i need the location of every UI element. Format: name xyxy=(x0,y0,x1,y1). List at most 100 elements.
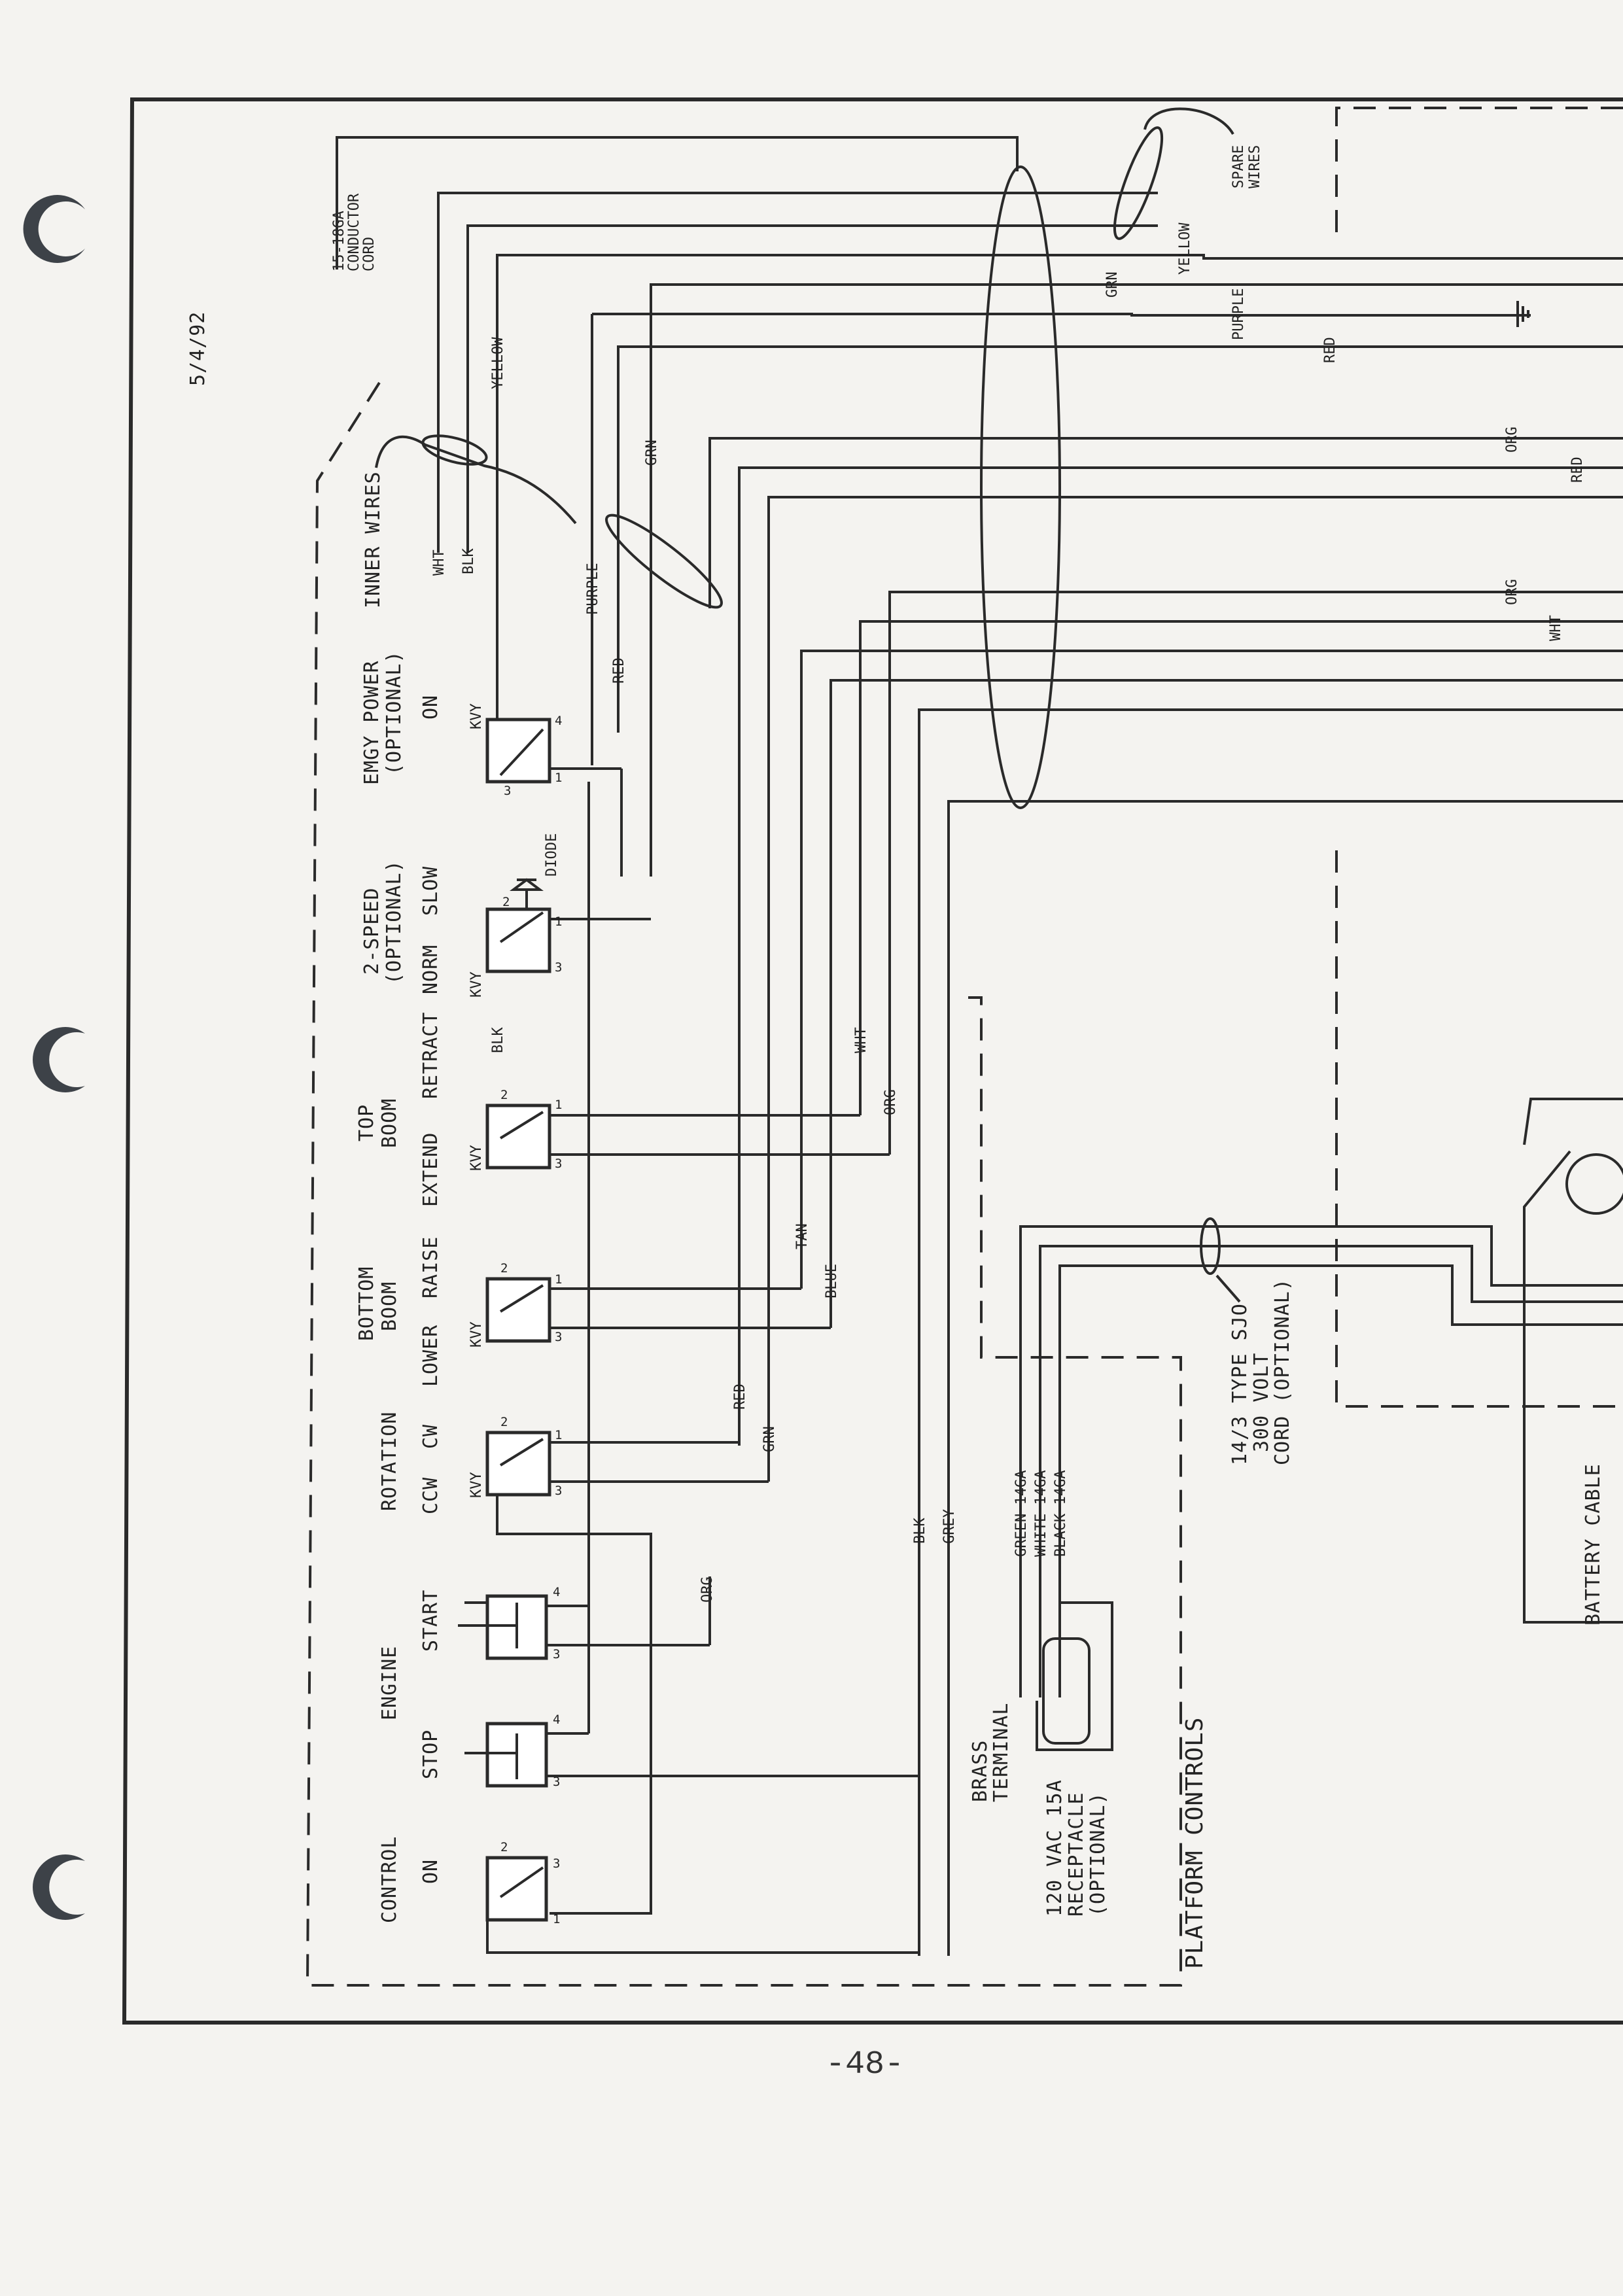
svg-text:YELLOW: YELLOW xyxy=(490,337,506,389)
svg-text:2: 2 xyxy=(500,1261,508,1276)
svg-text:RED: RED xyxy=(1322,337,1338,363)
svg-text:ROTATION: ROTATION xyxy=(378,1412,401,1512)
svg-text:3: 3 xyxy=(555,1330,562,1344)
svg-text:(OPTIONAL): (OPTIONAL) xyxy=(383,860,406,984)
svg-text:LOWER: LOWER xyxy=(419,1325,442,1387)
ground-symbol xyxy=(1516,301,1529,327)
battery-circuit: BATTERY CABLE xyxy=(1523,1098,1623,1626)
svg-text:ORG: ORG xyxy=(1504,426,1520,453)
svg-text:GRN: GRN xyxy=(761,1426,778,1452)
svg-text:SLOW: SLOW xyxy=(419,866,442,916)
svg-text:KVY: KVY xyxy=(468,703,485,729)
svg-text:WHITE 14GA: WHITE 14GA xyxy=(1033,1470,1049,1557)
svg-text:ORG: ORG xyxy=(699,1576,716,1603)
top-boom-switch: TOP BOOM EXTEND RETRACT KVY 2 1 3 xyxy=(355,1012,891,1207)
svg-text:2: 2 xyxy=(500,1088,508,1102)
svg-text:TAN: TAN xyxy=(794,1223,811,1249)
svg-text:2: 2 xyxy=(500,1415,508,1429)
svg-text:2: 2 xyxy=(500,1840,508,1854)
svg-text:BOTTOM: BOTTOM xyxy=(355,1266,378,1341)
svg-text:RETRACT: RETRACT xyxy=(419,1012,442,1099)
main-cord-wires xyxy=(336,136,1623,1956)
svg-text:WHT: WHT xyxy=(431,549,447,576)
svg-text:120 VAC 15A: 120 VAC 15A xyxy=(1043,1779,1066,1917)
svg-text:BOOM: BOOM xyxy=(378,1281,401,1331)
spare-wires-label: SPARE WIRES xyxy=(1230,145,1263,188)
svg-text:3: 3 xyxy=(555,1157,562,1171)
cable-bundles xyxy=(375,107,1234,809)
svg-text:ON: ON xyxy=(419,1859,442,1884)
svg-text:SPARE: SPARE xyxy=(1230,145,1247,188)
svg-text:2-SPEED: 2-SPEED xyxy=(360,888,383,975)
svg-text:CORD (OPTIONAL): CORD (OPTIONAL) xyxy=(1271,1278,1294,1465)
engine-switch: ENGINE START STOP 4 3 4 3 xyxy=(378,782,919,1789)
svg-text:TOP: TOP xyxy=(355,1104,378,1141)
inner-wires-label: INNER WIRES xyxy=(362,471,385,608)
svg-text:KVY: KVY xyxy=(468,1145,485,1171)
svg-text:(OPTIONAL): (OPTIONAL) xyxy=(1087,1792,1109,1917)
svg-text:RECEPTACLE: RECEPTACLE xyxy=(1065,1792,1088,1917)
svg-text:3: 3 xyxy=(555,960,562,975)
bottom-boom-switch: BOTTOM BOOM LOWER RAISE KVY 2 1 3 xyxy=(355,1236,832,1387)
svg-text:3: 3 xyxy=(553,1775,560,1789)
svg-text:3: 3 xyxy=(555,1484,562,1498)
two-speed-switch: 2-SPEED (OPTIONAL) NORM SLOW KVY 2 1 3 D… xyxy=(360,833,651,998)
svg-text:BATTERY CABLE: BATTERY CABLE xyxy=(1582,1463,1605,1626)
svg-text:3: 3 xyxy=(553,1856,560,1871)
svg-text:NORM: NORM xyxy=(419,945,442,994)
svg-text:PURPLE: PURPLE xyxy=(585,563,601,615)
svg-text:15-18GA: 15-18GA xyxy=(331,211,347,271)
svg-text:1: 1 xyxy=(555,771,562,785)
svg-text:DIODE: DIODE xyxy=(544,833,560,877)
svg-text:KVY: KVY xyxy=(468,971,485,998)
receptacle-circuit: GREEN 14GA WHITE 14GA BLACK 14GA BRASS T… xyxy=(969,1217,1623,1917)
control-switch: CONTROL ON 2 3 1 xyxy=(378,1836,920,1956)
svg-text:TERMINAL: TERMINAL xyxy=(990,1703,1013,1803)
svg-text:ORG: ORG xyxy=(1504,579,1520,605)
platform-controls-box xyxy=(305,381,1182,1987)
svg-text:WHT: WHT xyxy=(1548,615,1564,641)
svg-text:BLK: BLK xyxy=(912,1518,928,1544)
svg-text:ON: ON xyxy=(419,695,442,720)
svg-text:KVY: KVY xyxy=(468,1472,485,1498)
svg-text:GREEN 14GA: GREEN 14GA xyxy=(1013,1470,1030,1557)
svg-text:EXTEND: EXTEND xyxy=(419,1132,442,1207)
conductor-cord-label: 15-18GA CONDUCTOR CORD xyxy=(331,193,377,271)
svg-text:1: 1 xyxy=(555,1098,562,1112)
svg-text:BLACK 14GA: BLACK 14GA xyxy=(1053,1470,1069,1557)
binder-holes xyxy=(23,195,86,1920)
svg-text:ORG: ORG xyxy=(882,1089,899,1115)
svg-text:STOP: STOP xyxy=(419,1730,442,1779)
rotation-switch: ROTATION CCW CW KVY 2 1 3 xyxy=(378,1412,770,1915)
svg-text:YELLOW: YELLOW xyxy=(1177,222,1193,275)
svg-text:4: 4 xyxy=(553,1585,560,1599)
right-enclosure xyxy=(1335,107,1623,1408)
svg-text:CONDUCTOR: CONDUCTOR xyxy=(346,193,362,271)
svg-text:GREY: GREY xyxy=(941,1509,958,1544)
svg-text:1: 1 xyxy=(555,1272,562,1287)
svg-text:4: 4 xyxy=(553,1713,560,1727)
svg-text:(OPTIONAL): (OPTIONAL) xyxy=(383,650,406,775)
wire-labels: WHT BLK YELLOW GRN PURPLE RED BLK WHT OR… xyxy=(431,337,958,1603)
svg-text:1: 1 xyxy=(555,1428,562,1442)
svg-text:RED: RED xyxy=(1569,457,1586,483)
page-frame xyxy=(122,97,1623,2025)
svg-text:BLK: BLK xyxy=(461,548,477,574)
svg-text:GRN: GRN xyxy=(644,440,660,466)
date-label: 5/4/92 xyxy=(186,311,209,386)
right-wire-labels: YELLOW GRN PURPLE RED ORG RED ORG WHT xyxy=(1104,222,1586,641)
svg-text:START: START xyxy=(419,1590,442,1652)
svg-text:KVY: KVY xyxy=(468,1321,485,1348)
svg-text:PURPLE: PURPLE xyxy=(1230,288,1247,340)
svg-text:300 VOLT: 300 VOLT xyxy=(1250,1353,1273,1453)
svg-text:ENGINE: ENGINE xyxy=(378,1646,401,1720)
platform-controls-title: PLATFORM CONTROLS xyxy=(1181,1717,1208,1969)
svg-text:RED: RED xyxy=(732,1383,748,1410)
svg-text:3: 3 xyxy=(553,1647,560,1661)
page-number: -48- xyxy=(826,2046,905,2083)
emgy-power-switch: EMGY POWER (OPTIONAL) ON KVY 3 4 1 xyxy=(360,650,623,877)
svg-text:3: 3 xyxy=(504,784,511,798)
svg-text:CONTROL: CONTROL xyxy=(378,1836,401,1923)
svg-text:1: 1 xyxy=(555,914,562,929)
svg-text:4: 4 xyxy=(555,714,562,728)
